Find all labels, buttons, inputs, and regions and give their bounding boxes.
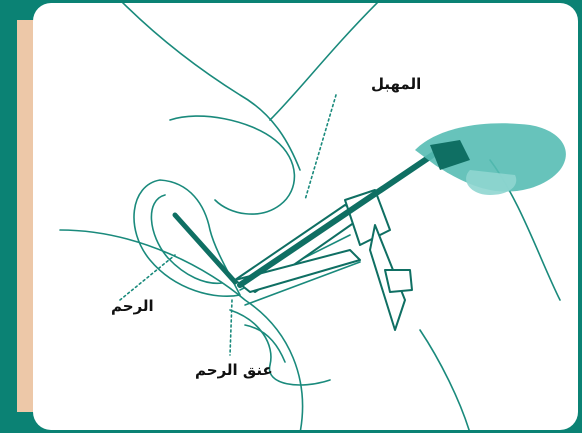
cervix-label: عنق الرحم — [195, 361, 273, 379]
rectum-inner — [245, 325, 285, 362]
illustration-card: المهبل الرحم عنق الرحم — [33, 3, 578, 430]
uterus-label: الرحم — [111, 297, 154, 315]
abdomen-outline — [120, 3, 300, 170]
uterus-outline — [134, 180, 240, 296]
anatomy-illustration — [33, 3, 578, 430]
hand-with-instrument-icon — [415, 123, 566, 195]
uterus-inner — [151, 195, 222, 283]
bladder-outline — [170, 116, 294, 214]
lower-outline — [420, 330, 470, 430]
speculum-leader — [305, 95, 336, 200]
cervix-leader — [230, 300, 232, 355]
back-outline — [270, 3, 380, 120]
speculum-label: المهبل — [371, 75, 421, 93]
speculum-icon — [235, 190, 412, 330]
uterus-leader — [120, 255, 175, 300]
